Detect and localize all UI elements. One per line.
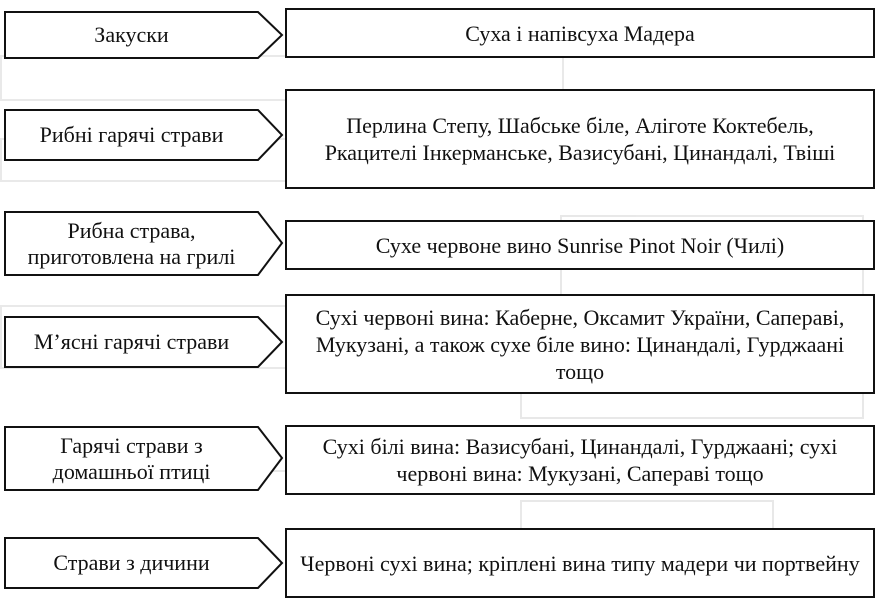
category-label: Рибні гарячі страви: [39, 122, 224, 147]
wine-recommendation-box: Сухе червоне вино Sunrise Pinot Noir (Чи…: [285, 220, 875, 270]
pairing-row-4: М’ясні гарячі страви Сухі червоні вина: …: [0, 292, 878, 402]
category-arrow-shape: [4, 426, 284, 491]
category-arrow-shape: [4, 316, 284, 368]
wine-recommendation-box: Суха і напівсуха Мадера: [285, 8, 875, 58]
wine-recommendation-box: Перлина Степу, Шабське біле, Аліготе Кок…: [285, 89, 875, 189]
category-label: Страви з дичини: [53, 550, 210, 575]
pairing-row-1: Закуски Суха і напівсуха Мадера: [0, 0, 878, 70]
category-arrow-shape: [4, 537, 284, 589]
wine-recommendation-box: Сухі червоні вина: Каберне, Оксамит Укра…: [285, 294, 875, 394]
category-label: Гарячі страви з домашньої птиці: [52, 432, 211, 484]
pairing-row-5: Гарячі страви з домашньої птиці Сухі біл…: [0, 415, 878, 505]
category-label: Рибна страва, приготовлена на грилі: [27, 217, 236, 269]
wine-recommendation-box: Сухі білі вина: Вазисубані, Цинандалі, Г…: [285, 425, 875, 495]
category-arrow-shape: [4, 109, 284, 161]
pairing-row-6: Страви з дичини Червоні сухі вина; кріпл…: [0, 520, 878, 602]
category-label: М’ясні гарячі страви: [33, 329, 230, 354]
pairing-row-2: Рибні гарячі страви Перлина Степу, Шабсь…: [0, 85, 878, 195]
category-label: Закуски: [94, 22, 169, 47]
pairing-row-3: Рибна страва, приготовлена на грилі Сухе…: [0, 200, 878, 290]
category-arrow-shape: [4, 211, 284, 276]
category-arrow-shape: [4, 11, 284, 59]
wine-recommendation-box: Червоні сухі вина; кріплені вина типу ма…: [285, 528, 875, 598]
